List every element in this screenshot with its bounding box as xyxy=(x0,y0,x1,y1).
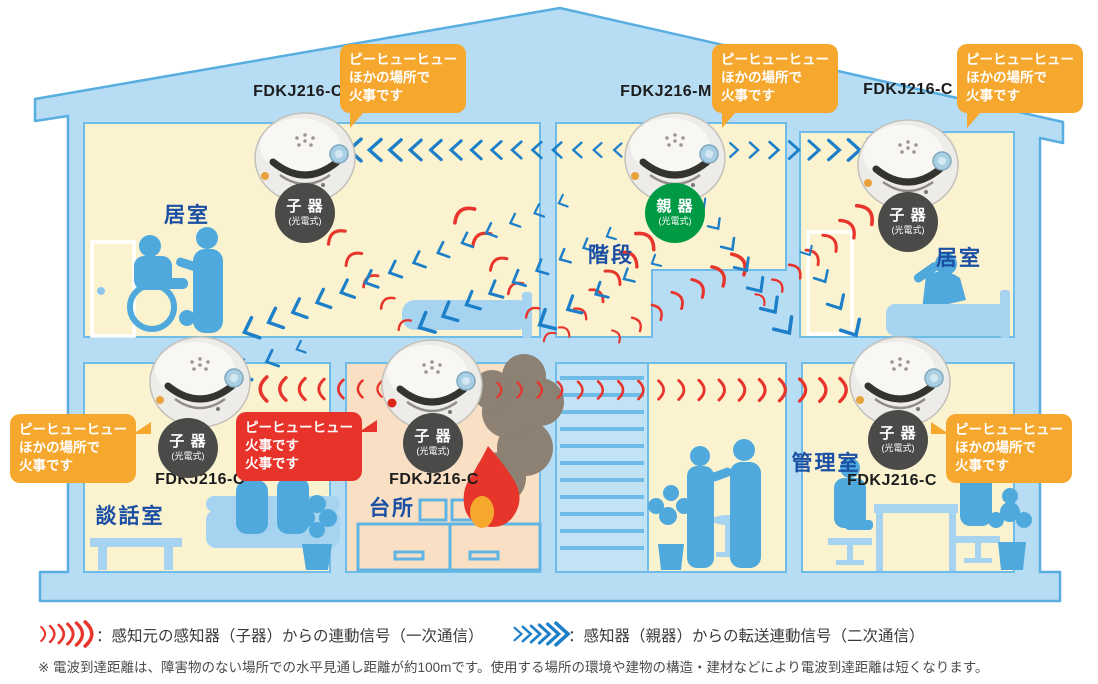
door-living-left xyxy=(90,240,136,338)
model-label-kitchen: FDKJ216-C xyxy=(389,471,479,488)
alert-bubble-living-right: ピーヒューヒュー ほかの場所で 火事です xyxy=(957,44,1083,128)
room-label-living-right: 居室 xyxy=(936,247,982,270)
footnote-radio-range: ※ 電波到達距離は、障害物のない場所での水平見通し距離が約100mです。使用する… xyxy=(38,660,989,675)
door-living-right xyxy=(806,230,854,336)
room-label-stairs: 階段 xyxy=(588,244,634,267)
badge-child-living-right: 子 器 (光電式) xyxy=(878,192,938,252)
room-label-kitchen: 台所 xyxy=(369,497,415,520)
kitchen-detector-alarm-led xyxy=(387,398,397,408)
alert-bubble-living-left: ピーヒューヒュー ほかの場所で 火事です xyxy=(340,44,466,128)
legend-secondary-signal: ：感知器（親器）からの転送連動信号（二次通信） xyxy=(568,628,925,645)
model-label-living-right: FDKJ216-C xyxy=(863,81,953,98)
staircase-steps xyxy=(560,376,644,550)
fire-bubble-kitchen: ピーヒューヒュー 火事です 火事です xyxy=(236,412,377,481)
badge-child-lounge: 子 器 (光電式) xyxy=(158,418,218,478)
door-knob xyxy=(97,287,105,295)
room-label-office: 管理室 xyxy=(791,452,861,475)
model-label-living-left: FDKJ216-C xyxy=(253,83,343,100)
badge-child-office: 子 器 (光電式) xyxy=(868,410,928,470)
badge-child-living-left: 子 器 (光電式) xyxy=(275,183,335,243)
room-label-lounge: 談話室 xyxy=(95,505,165,528)
badge-child-kitchen: 子 器 (光電式) xyxy=(403,413,463,473)
stairwell xyxy=(555,362,649,573)
legend-primary-signal: ：感知元の感知器（子器）からの連動信号（一次通信） xyxy=(96,628,484,645)
alert-bubble-office: ピーヒューヒュー ほかの場所で 火事です xyxy=(931,414,1072,483)
detector-lounge xyxy=(150,337,250,427)
badge-parent-stairs: 親 器 (光電式) xyxy=(645,183,705,243)
fire-flame xyxy=(463,446,520,528)
model-label-stairs: FDKJ216-M xyxy=(620,83,712,100)
model-label-office: FDKJ216-C xyxy=(847,472,937,489)
room-label-living-left: 居室 xyxy=(164,204,210,227)
alert-bubble-stairs: ピーヒューヒュー ほかの場所で 火事です xyxy=(712,44,838,128)
smoke-detectors xyxy=(150,113,958,430)
alert-bubble-lounge: ピーヒューヒュー ほかの場所で 火事です xyxy=(10,414,151,483)
